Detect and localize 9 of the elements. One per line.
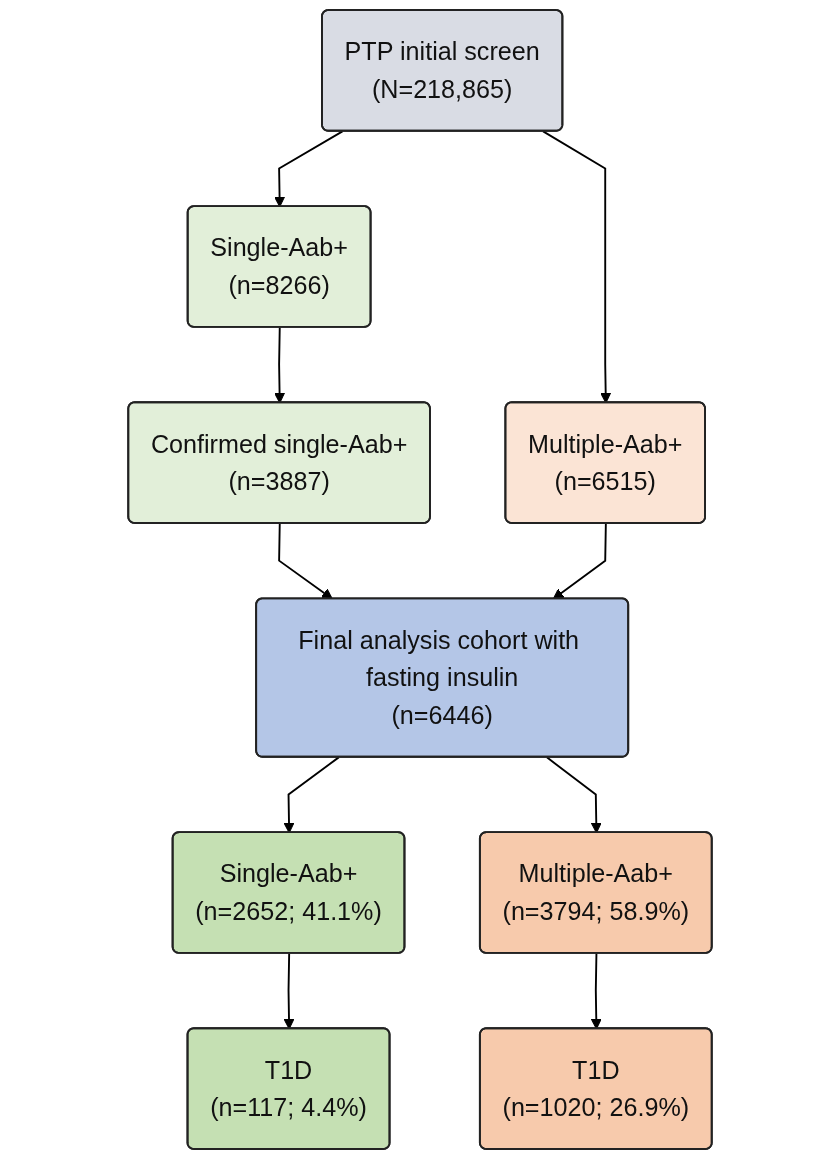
arrow — [542, 130, 612, 404]
arrow — [590, 952, 602, 1030]
arrow — [278, 522, 333, 600]
arrow — [283, 756, 340, 834]
arrow — [274, 326, 286, 404]
arrow — [274, 130, 344, 208]
arrow — [283, 952, 295, 1030]
arrow — [552, 522, 607, 600]
arrow — [545, 756, 602, 834]
